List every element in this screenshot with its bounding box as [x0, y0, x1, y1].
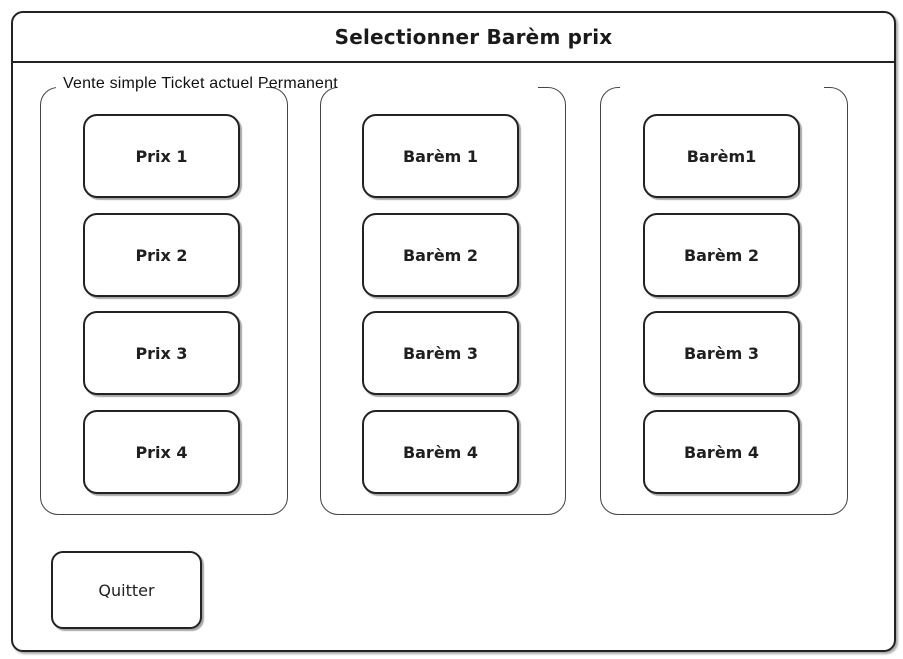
permanent-barem-1-button[interactable]: Barèm1 [643, 114, 800, 198]
ticket-barem-4-button[interactable]: Barèm 4 [362, 410, 519, 494]
permanent-barem-4-button[interactable]: Barèm 4 [643, 410, 800, 494]
window-title: Selectionner Barèm prix [334, 25, 613, 49]
ticket-barem-1-button[interactable]: Barèm 1 [362, 114, 519, 198]
prix-4-button[interactable]: Prix 4 [83, 410, 240, 494]
prix-1-button[interactable]: Prix 1 [83, 114, 240, 198]
prix-3-button[interactable]: Prix 3 [83, 311, 240, 395]
permanent-barem-2-button[interactable]: Barèm 2 [643, 213, 800, 297]
permanent-barem-3-button[interactable]: Barèm 3 [643, 311, 800, 395]
frame-gap [620, 80, 824, 94]
frame-gap [336, 80, 538, 94]
ticket-barem-2-button[interactable]: Barèm 2 [362, 213, 519, 297]
quit-button[interactable]: Quitter [51, 551, 202, 629]
frame-gap [56, 80, 266, 94]
prix-2-button[interactable]: Prix 2 [83, 213, 240, 297]
group-caption: Vente simple Ticket actuel Permanent [63, 75, 338, 92]
ticket-barem-3-button[interactable]: Barèm 3 [362, 311, 519, 395]
title-bar: Selectionner Barèm prix [13, 13, 894, 63]
